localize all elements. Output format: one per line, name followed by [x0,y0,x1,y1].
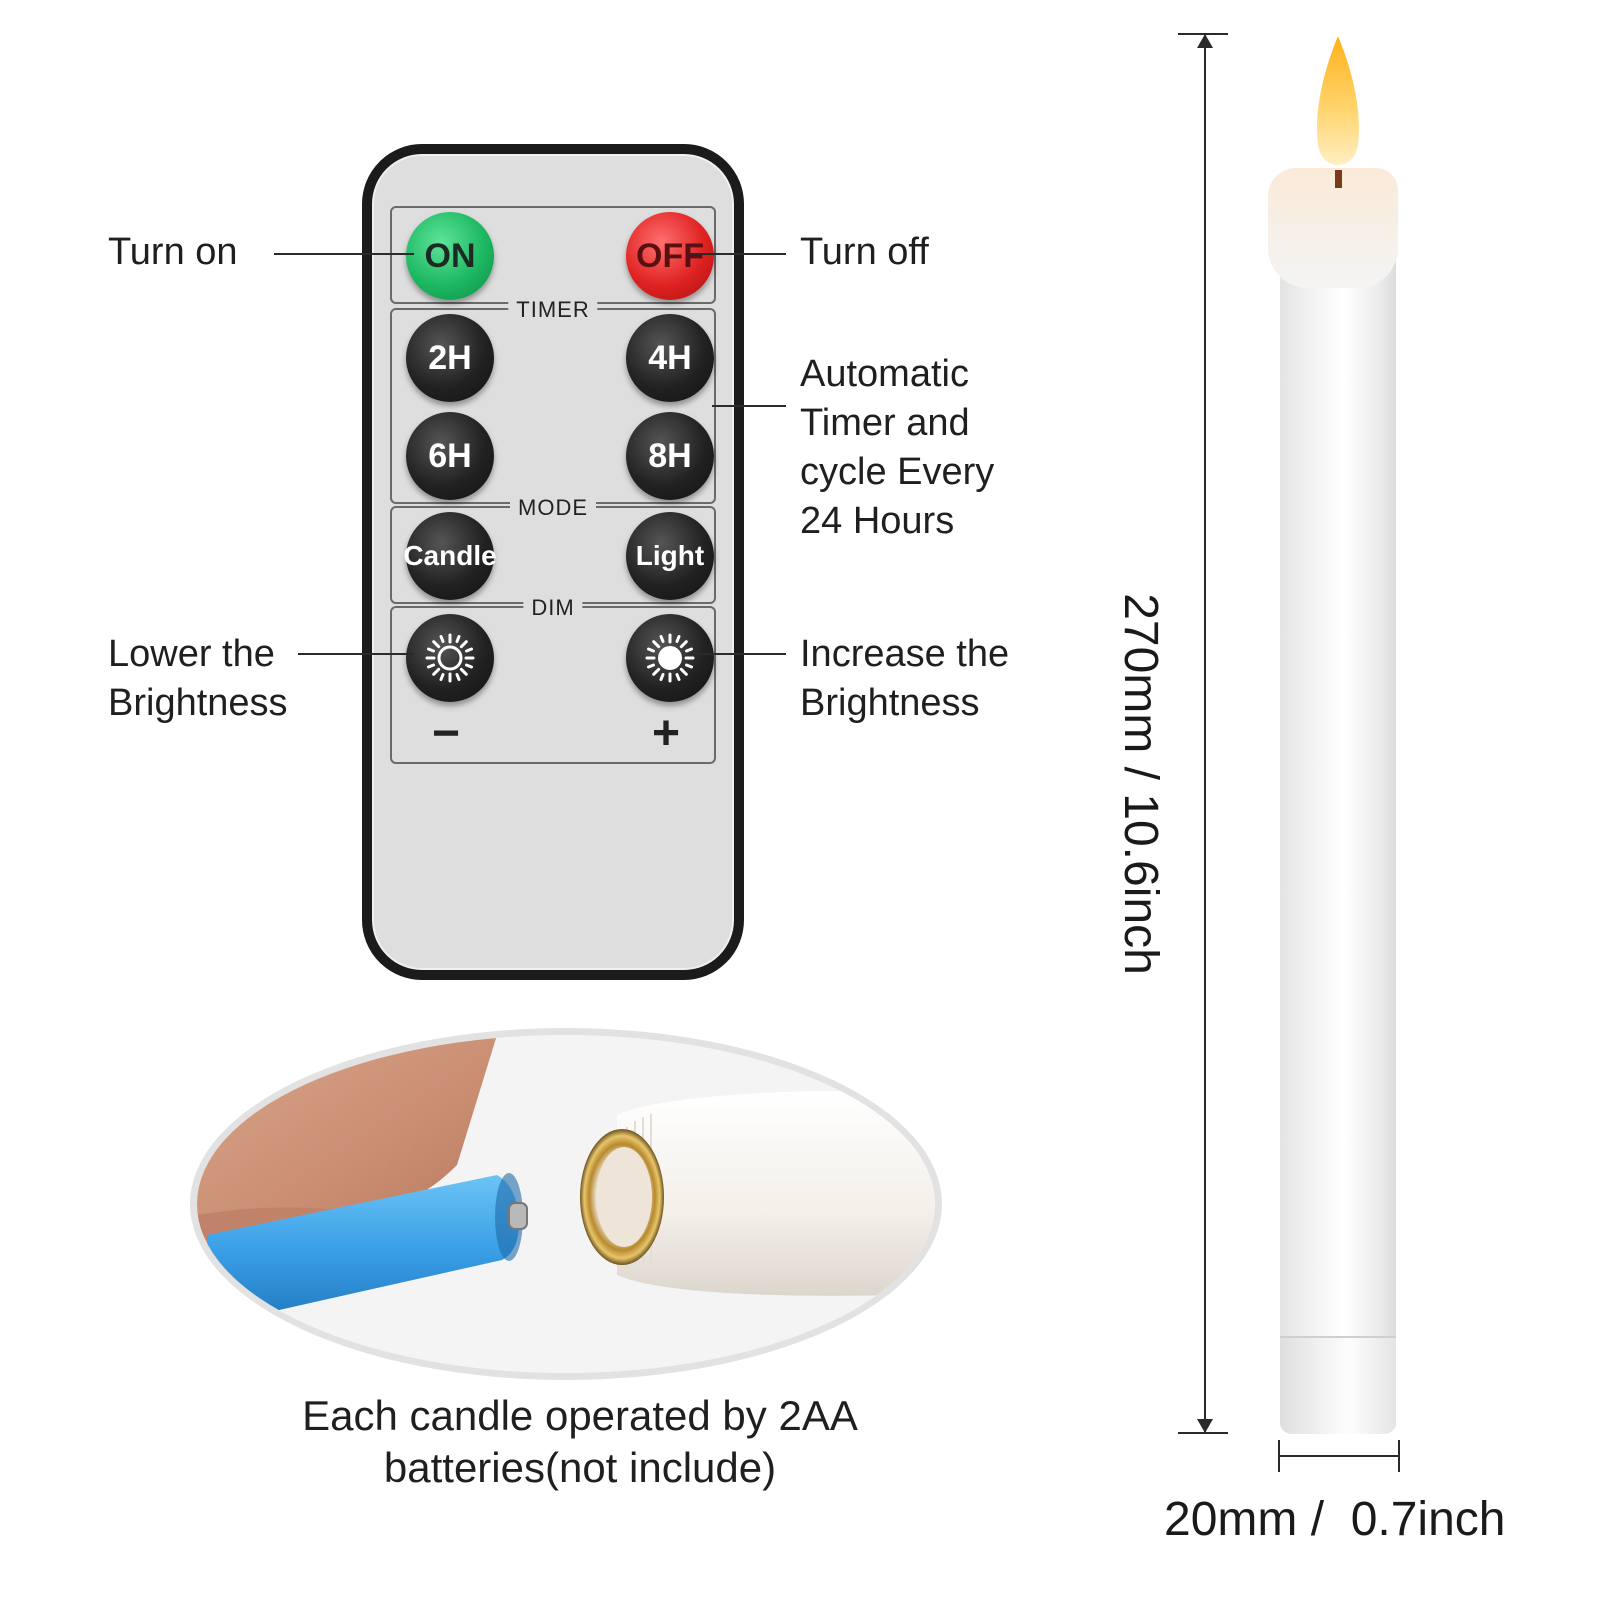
sun-filled-icon [645,633,695,683]
height-dimension-label: 270mm / 10.6inch [1114,593,1167,975]
timer-2h-button[interactable]: 2H [406,314,494,402]
timer-4h-button[interactable]: 4H [626,314,714,402]
on-button-label: ON [424,236,476,275]
timer-4h-label: 4H [648,338,692,377]
light-mode-button[interactable]: Light [626,512,714,600]
dim-plus-sign: + [652,707,681,760]
height-dimension-top-cap [1178,33,1228,35]
dim-panel-title: DIM [523,596,583,620]
increase-brightness-leader-line [690,653,786,655]
battery-caption-line1: Each candle operated by 2AA [302,1392,858,1439]
mode-panel-title: MODE [510,496,596,520]
width-dimension-label: 20mm / 0.7inch [1164,1493,1506,1546]
battery-caption-line2: batteries(not include) [383,1444,777,1491]
timer-leader-line [712,405,786,407]
battery-insertion-illustration [197,1035,935,1373]
timer-8h-label: 8H [648,436,692,475]
lower-brightness-leader-line [298,653,414,655]
lower-brightness-line2: Brightness [108,682,288,724]
lower-brightness-line1: Lower the [108,633,275,675]
taper-candle-base [1280,1336,1396,1434]
dim-panel: DIM [390,596,716,764]
remote-control: ON OFF TIMER 2H 4H 6H 8H MODE Candle Lig… [362,144,744,980]
height-arrow-top-icon [1197,34,1213,48]
off-button[interactable]: OFF [626,212,714,300]
timer-callout-line3: cycle Every [800,451,995,493]
off-button-label: OFF [636,236,704,275]
width-dimension-line [1280,1455,1398,1457]
flame-icon [1317,36,1359,188]
timer-8h-button[interactable]: 8H [626,412,714,500]
sun-outline-icon [425,633,475,683]
timer-2h-label: 2H [428,338,472,377]
taper-candle-top [1268,168,1398,288]
dim-up-button[interactable] [626,614,714,702]
turn-on-label: Turn on [108,231,238,273]
light-mode-label: Light [635,540,705,571]
dim-down-button[interactable] [406,614,494,702]
height-dimension-bottom-cap [1178,1432,1228,1434]
candle-mode-button[interactable]: Candle [403,512,497,600]
increase-brightness-line2: Brightness [800,682,980,724]
width-dimension-left-cap [1278,1440,1280,1472]
height-arrow-bottom-icon [1197,1419,1213,1433]
timer-callout-line1: Automatic [800,353,969,395]
increase-brightness-line1: Increase the [800,633,1010,675]
turn-off-label: Turn off [800,231,929,273]
dim-minus-sign: − [432,707,461,760]
timer-6h-label: 6H [428,436,472,475]
battery-insertion-photo [190,1028,942,1380]
timer-6h-button[interactable]: 6H [406,412,494,500]
turn-on-leader-line [274,253,414,255]
width-dimension-right-cap [1398,1440,1400,1472]
mode-panel: MODE [390,496,716,604]
on-button[interactable]: ON [406,212,494,300]
timer-panel-title: TIMER [508,298,598,322]
timer-callout-line2: Timer and [800,402,970,444]
timer-callout-line4: 24 Hours [800,500,955,542]
turn-off-leader-line [690,253,786,255]
candle-mode-label: Candle [403,540,497,571]
height-dimension-line [1204,34,1206,1433]
taper-candle-body [1280,188,1396,1433]
